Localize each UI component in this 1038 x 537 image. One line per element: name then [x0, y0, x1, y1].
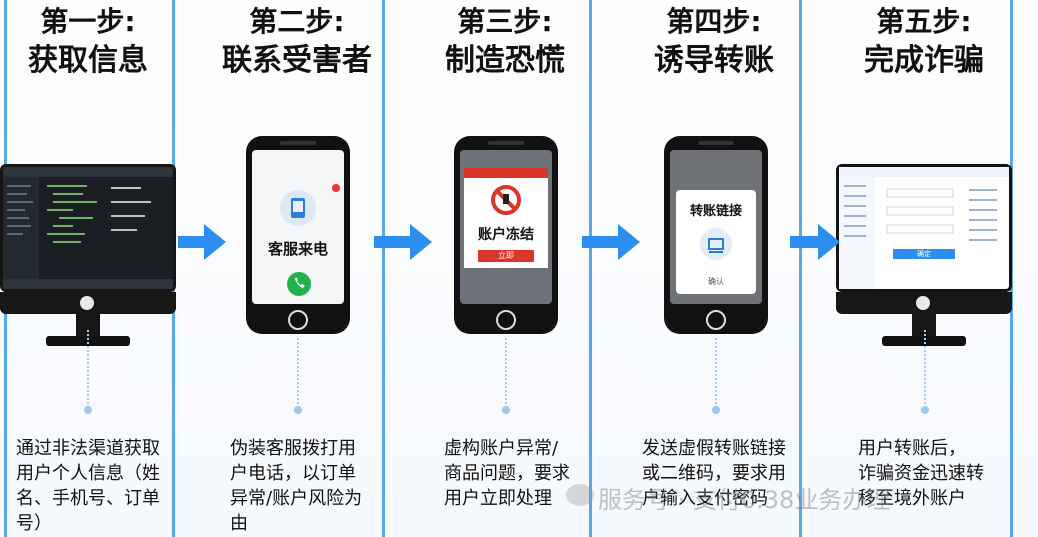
connector-dot	[502, 406, 510, 414]
arrow-right-icon	[582, 224, 640, 260]
arrow-right-icon	[790, 224, 840, 260]
incoming-call-label: 客服来电	[267, 240, 328, 258]
connector-dot	[921, 406, 929, 414]
arrow-right-icon	[178, 224, 226, 260]
step-1-description: 通过非法渠道获取用户个人信息（姓名、手机号、订单号）	[16, 438, 160, 534]
step-5-label: 第五步:	[876, 5, 972, 38]
phone-incoming-call: 客服来电	[246, 136, 350, 334]
confirm-transfer-button[interactable]: 确定	[893, 249, 955, 259]
watermark: 服务号 · 支付0.38业务办理	[598, 486, 891, 514]
connector-dot	[84, 406, 92, 414]
step-2-title: 联系受害者	[222, 43, 372, 78]
arrow-right-icon	[374, 224, 432, 260]
service-avatar-icon	[280, 190, 316, 226]
connector-line	[297, 338, 299, 408]
connector-dot	[294, 406, 302, 414]
column-divider	[382, 0, 385, 537]
step-4-title: 诱导转账	[654, 43, 774, 78]
wechat-icon	[566, 484, 594, 506]
column-divider	[589, 0, 592, 537]
step-4-description: 发送虚假转账链接或二维码，要求用户输入支付密码	[642, 438, 786, 509]
connector-dot	[712, 406, 720, 414]
bank-screen: 确定	[836, 164, 1012, 292]
phone-transfer-link: 转账链接 确认	[664, 136, 768, 334]
forbidden-icon	[490, 184, 522, 216]
connector-line	[715, 338, 717, 408]
connector-line	[924, 330, 926, 408]
step-5-description: 用户转账后，诈骗资金迅速转移至境外账户	[858, 438, 984, 509]
account-frozen-label: 账户冻结	[478, 227, 534, 243]
step-2-description: 伪装客服拨打用户电话，以订单异常/账户风险为由	[230, 438, 363, 534]
connector-line	[87, 330, 89, 408]
step-3-title: 制造恐慌	[445, 43, 565, 78]
close-badge-icon	[332, 184, 340, 192]
answer-call-button[interactable]	[287, 272, 311, 296]
step-1-label: 第一步:	[40, 5, 136, 38]
step-3-description: 虚构账户异常/商品问题，要求用户立即处理	[444, 438, 570, 509]
confirm-transfer-button[interactable]: 确认	[708, 277, 724, 286]
column-divider	[799, 0, 802, 537]
code-screen	[0, 164, 176, 292]
step-4-label: 第四步:	[666, 5, 762, 38]
phone-account-frozen: 账户冻结 立即	[454, 136, 558, 334]
connector-line	[505, 338, 507, 408]
step-3-label: 第三步:	[457, 5, 553, 38]
handle-now-button[interactable]: 立即	[478, 250, 534, 262]
step-1-title: 获取信息	[28, 43, 148, 78]
step-2-label: 第二步:	[249, 5, 345, 38]
step-5-title: 完成诈骗	[864, 43, 984, 78]
frozen-header-bar	[464, 168, 548, 178]
transfer-link-label: 转账链接	[689, 204, 742, 219]
transfer-link-icon	[700, 228, 732, 260]
